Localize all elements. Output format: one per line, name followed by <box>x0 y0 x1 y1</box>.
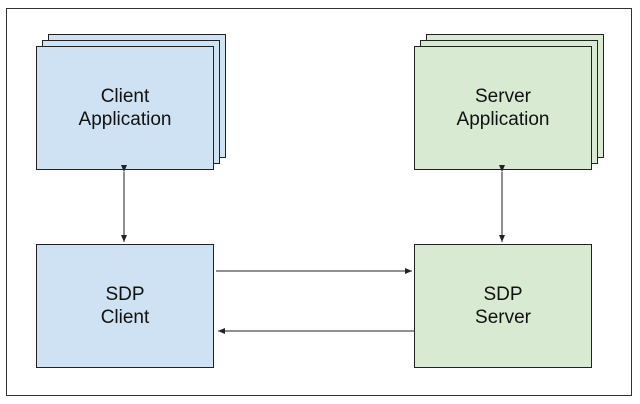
sdp-server-label-line2: Server <box>475 307 531 328</box>
sdp-client-label: SDP Client <box>101 283 150 329</box>
server-application-box: Server Application <box>414 46 592 170</box>
server-application-label-line2: Application <box>456 109 550 130</box>
sdp-client-label-line1: SDP <box>105 284 145 305</box>
server-application-label-line1: Server <box>475 86 531 107</box>
client-application-label-line2: Application <box>78 109 172 130</box>
sdp-client-box: SDP Client <box>36 244 214 368</box>
client-application-label: Client Application <box>79 85 172 131</box>
client-application-label-line1: Client <box>100 86 150 107</box>
sdp-server-label-line1: SDP <box>483 284 523 305</box>
sdp-server-label: SDP Server <box>475 283 531 329</box>
sdp-client-label-line2: Client <box>100 307 150 328</box>
client-application-box: Client Application <box>36 46 214 170</box>
server-application-label: Server Application <box>457 85 550 131</box>
sdp-server-box: SDP Server <box>414 244 592 368</box>
